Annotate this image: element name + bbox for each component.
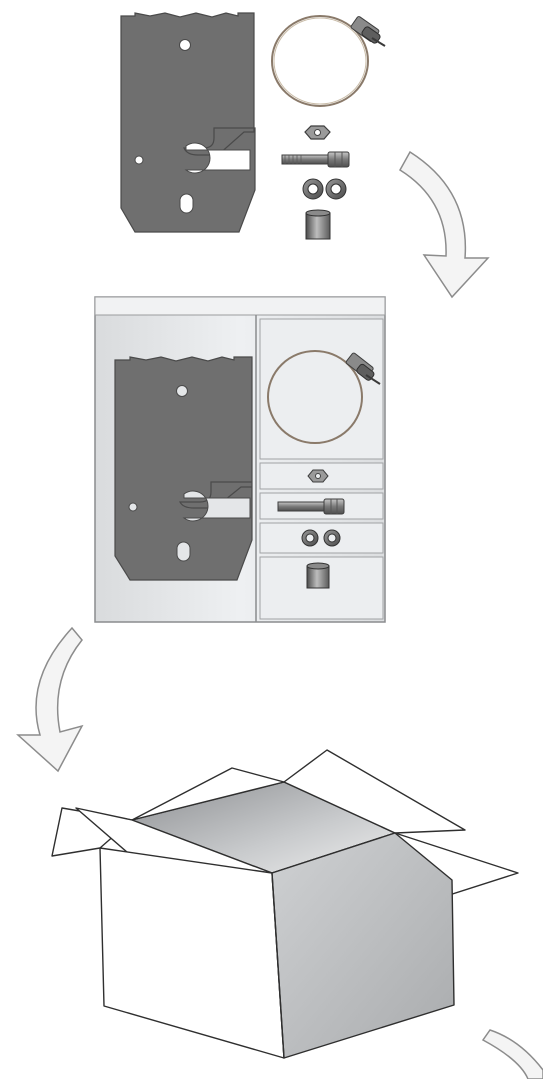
tray-flat-washer: [324, 530, 340, 546]
step-packaged-in-tray: [95, 297, 385, 622]
tray-compartment-washers: [260, 523, 383, 553]
step-open-shipping-box: [52, 750, 518, 1058]
hose-clamp: [272, 16, 385, 106]
flat-washer: [326, 179, 346, 199]
curved-arrow-down-right: [400, 152, 488, 297]
hex-bolt: [282, 152, 349, 167]
step-loose-parts: [121, 13, 385, 239]
plate-hole-top: [180, 40, 191, 51]
plate-hole-left: [135, 156, 143, 164]
plate-oblong-hole: [180, 194, 193, 213]
curved-arrow-partial: [483, 1030, 543, 1079]
flat-washer: [303, 179, 323, 199]
box-front-face: [100, 848, 284, 1058]
tray-spacer-sleeve: [307, 563, 329, 588]
tray-top-flange: [95, 297, 385, 315]
box-right-face: [272, 833, 454, 1058]
curved-arrow-down-left: [18, 628, 82, 771]
tray-flat-washer: [302, 530, 318, 546]
spacer-sleeve: [306, 210, 330, 239]
tray-compartment-clamp: [260, 319, 383, 459]
